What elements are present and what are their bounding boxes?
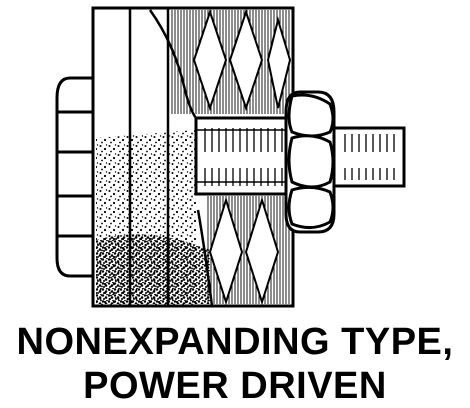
caption-line-2: POWER DRIVEN (83, 365, 387, 407)
caption-line-1: NONEXPANDING TYPE, (16, 321, 454, 363)
left-hex-head (55, 76, 95, 278)
base-material-block (91, 6, 295, 308)
threaded-stud (332, 126, 406, 188)
anchor-shank (194, 116, 296, 196)
hex-nut (284, 90, 336, 234)
